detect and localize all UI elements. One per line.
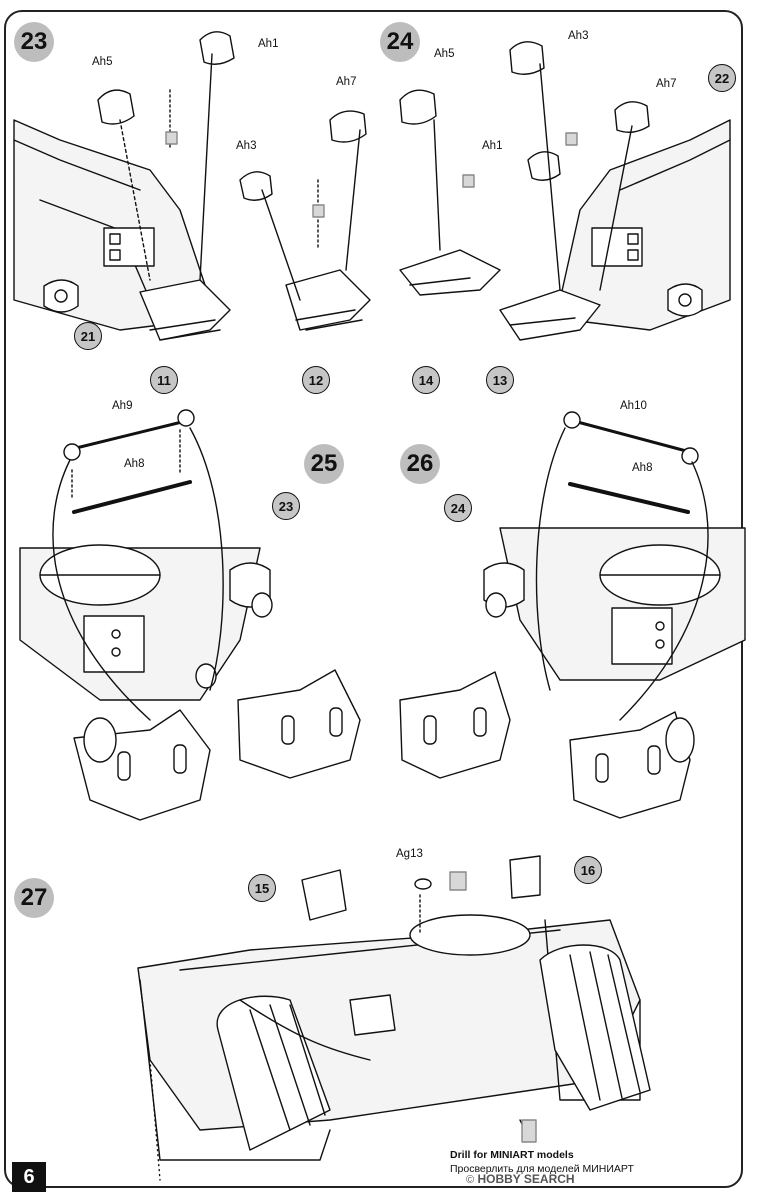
callout-22: 22	[708, 64, 736, 92]
part-label-ah8: Ah8	[124, 458, 145, 470]
part-label-ah3: Ah3	[568, 30, 589, 42]
part-label-ah9: Ah9	[112, 400, 133, 412]
step-number-24: 24	[380, 22, 420, 62]
callout-15: 15	[248, 874, 276, 902]
part-label-ah5: Ah5	[434, 48, 455, 60]
drill-note-ru: Просверлить для моделей МИНИАРТ	[450, 1163, 634, 1175]
callout-12: 12	[302, 366, 330, 394]
step-27-drawing	[137, 855, 651, 1181]
part-label-ah3: Ah3	[236, 140, 257, 152]
callout-24: 24	[444, 494, 472, 522]
step-23-drawing	[13, 31, 371, 341]
step-number-25: 25	[304, 444, 344, 484]
part-label-ah7: Ah7	[656, 78, 677, 90]
part-label-ah5: Ah5	[92, 56, 113, 68]
step-25-drawing	[19, 409, 361, 821]
part-label-ah1: Ah1	[482, 140, 503, 152]
callout-13: 13	[486, 366, 514, 394]
step-number-27: 27	[14, 878, 54, 918]
copyright-symbol: ©	[466, 1174, 475, 1186]
drill-note-en: Drill for MINIART models	[450, 1149, 574, 1161]
watermark: © HOBBY SEARCH	[466, 1172, 575, 1186]
callout-21: 21	[74, 322, 102, 350]
drill-note: Drill for MINIART models Просверлить для…	[450, 1148, 634, 1176]
callout-14: 14	[412, 366, 440, 394]
callout-16: 16	[574, 856, 602, 884]
part-label-ag13: Ag13	[396, 848, 423, 860]
callout-23: 23	[272, 492, 300, 520]
part-label-ah1: Ah1	[258, 38, 279, 50]
step-26-drawing	[399, 411, 746, 819]
part-label-ah10: Ah10	[620, 400, 647, 412]
watermark-brand: HOBBY SEARCH	[477, 1172, 575, 1186]
step-24-drawing	[399, 41, 731, 341]
page-number: 6	[12, 1162, 46, 1192]
step-number-26: 26	[400, 444, 440, 484]
part-label-ah7: Ah7	[336, 76, 357, 88]
part-label-ah8: Ah8	[632, 462, 653, 474]
callout-11: 11	[150, 366, 178, 394]
step-number-23: 23	[14, 22, 54, 62]
